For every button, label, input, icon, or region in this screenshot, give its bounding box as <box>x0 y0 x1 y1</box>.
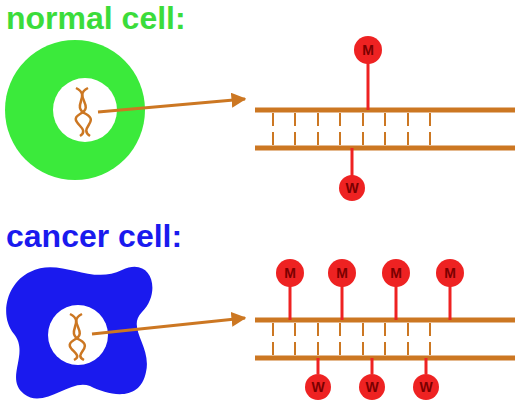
mark-letter: W <box>359 374 385 400</box>
mark-letter: M <box>328 259 356 287</box>
methyl-stem <box>290 285 450 374</box>
zoom-arrow <box>92 318 245 334</box>
mark-letter: M <box>382 259 410 287</box>
methyl-mark: M <box>328 259 356 287</box>
mark-circle <box>382 259 410 287</box>
mark-letter: M <box>354 36 382 64</box>
dna-strand <box>255 320 515 358</box>
methyl-mark: M <box>436 259 464 287</box>
mark-letter: W <box>305 374 331 400</box>
mark-circle <box>359 374 385 400</box>
methyl-mark: M <box>354 36 382 64</box>
methyl-mark: M <box>276 259 304 287</box>
cell-heading: normal cell: <box>6 2 186 34</box>
mark-letter: M <box>276 259 304 287</box>
mark-circle <box>354 36 382 64</box>
nucleus <box>48 305 108 365</box>
mark-letter: W <box>413 374 439 400</box>
cell-heading: cancer cell: <box>6 220 182 252</box>
mark-circle <box>276 259 304 287</box>
chromosome <box>70 314 85 360</box>
mark-circle <box>436 259 464 287</box>
mark-circle <box>328 259 356 287</box>
methyl-mark: W <box>413 374 439 400</box>
methyl-mark: W <box>359 374 385 400</box>
dna-strand <box>255 110 515 148</box>
mark-letter: M <box>436 259 464 287</box>
mark-circle <box>339 175 365 201</box>
methyl-mark: W <box>305 374 331 400</box>
cancer-cell <box>6 267 152 399</box>
methyl-stem <box>352 62 368 176</box>
zoom-arrow <box>98 99 245 112</box>
methyl-mark: W <box>339 175 365 201</box>
mark-circle <box>413 374 439 400</box>
mark-letter: W <box>339 175 365 201</box>
mark-circle <box>305 374 331 400</box>
methyl-mark: M <box>382 259 410 287</box>
chromosome <box>76 88 91 136</box>
